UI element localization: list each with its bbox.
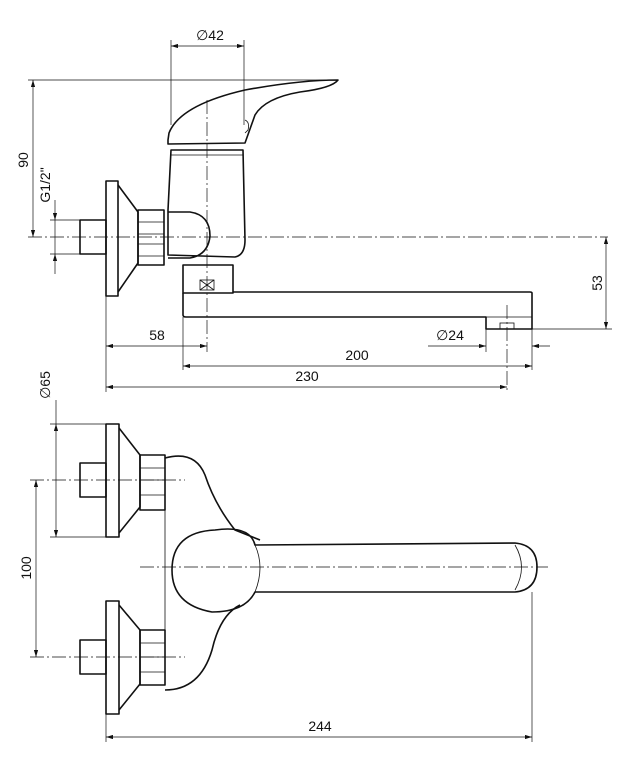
mixer-body-top xyxy=(164,455,261,691)
dim-spout-height: 53 xyxy=(532,237,612,330)
lower-inlet xyxy=(79,600,166,715)
dim-label-wall-to-outlet: 230 xyxy=(295,368,319,384)
dim-wall-to-axis: 58 xyxy=(106,327,207,349)
dim-label-total-length: 244 xyxy=(308,718,332,734)
dim-label-wall-to-axis: 58 xyxy=(149,327,165,343)
wall-flange xyxy=(79,180,165,297)
dim-thread: G1/2" xyxy=(37,167,80,274)
dim-aerator-diameter: ∅24 xyxy=(428,327,550,349)
dim-label-aerator-diameter: ∅24 xyxy=(436,327,464,343)
dim-spout-length: 200 xyxy=(183,347,532,369)
lever-handle xyxy=(167,79,339,145)
dim-label-spout-length: 200 xyxy=(345,347,369,363)
dim-label-spout-height: 53 xyxy=(589,275,605,291)
dim-wall-to-outlet: 230 xyxy=(106,368,507,390)
mixer-body xyxy=(167,149,246,259)
dim-label-inlet-spacing: 100 xyxy=(18,556,34,580)
top-view: ∅65 100 244 xyxy=(18,371,548,742)
dim-label-height: 90 xyxy=(15,152,31,168)
lever-top xyxy=(171,528,538,613)
dim-handle-diameter: ∅42 xyxy=(170,27,245,125)
dim-label-flange-diameter: ∅65 xyxy=(37,371,53,399)
dim-label-thread: G1/2" xyxy=(37,167,53,202)
dim-inlet-spacing: 100 xyxy=(18,480,39,657)
dim-height: 90 xyxy=(15,79,335,237)
dim-label-handle-diameter: ∅42 xyxy=(196,27,224,43)
side-view: ∅42 90 G1/2" 53 58 ∅24 xyxy=(15,27,612,392)
valve-marker-icon xyxy=(199,279,215,291)
dim-total-length: 244 xyxy=(105,592,533,742)
dim-flange-diameter: ∅65 xyxy=(37,371,106,538)
spout xyxy=(182,264,533,330)
upper-inlet xyxy=(79,423,166,538)
